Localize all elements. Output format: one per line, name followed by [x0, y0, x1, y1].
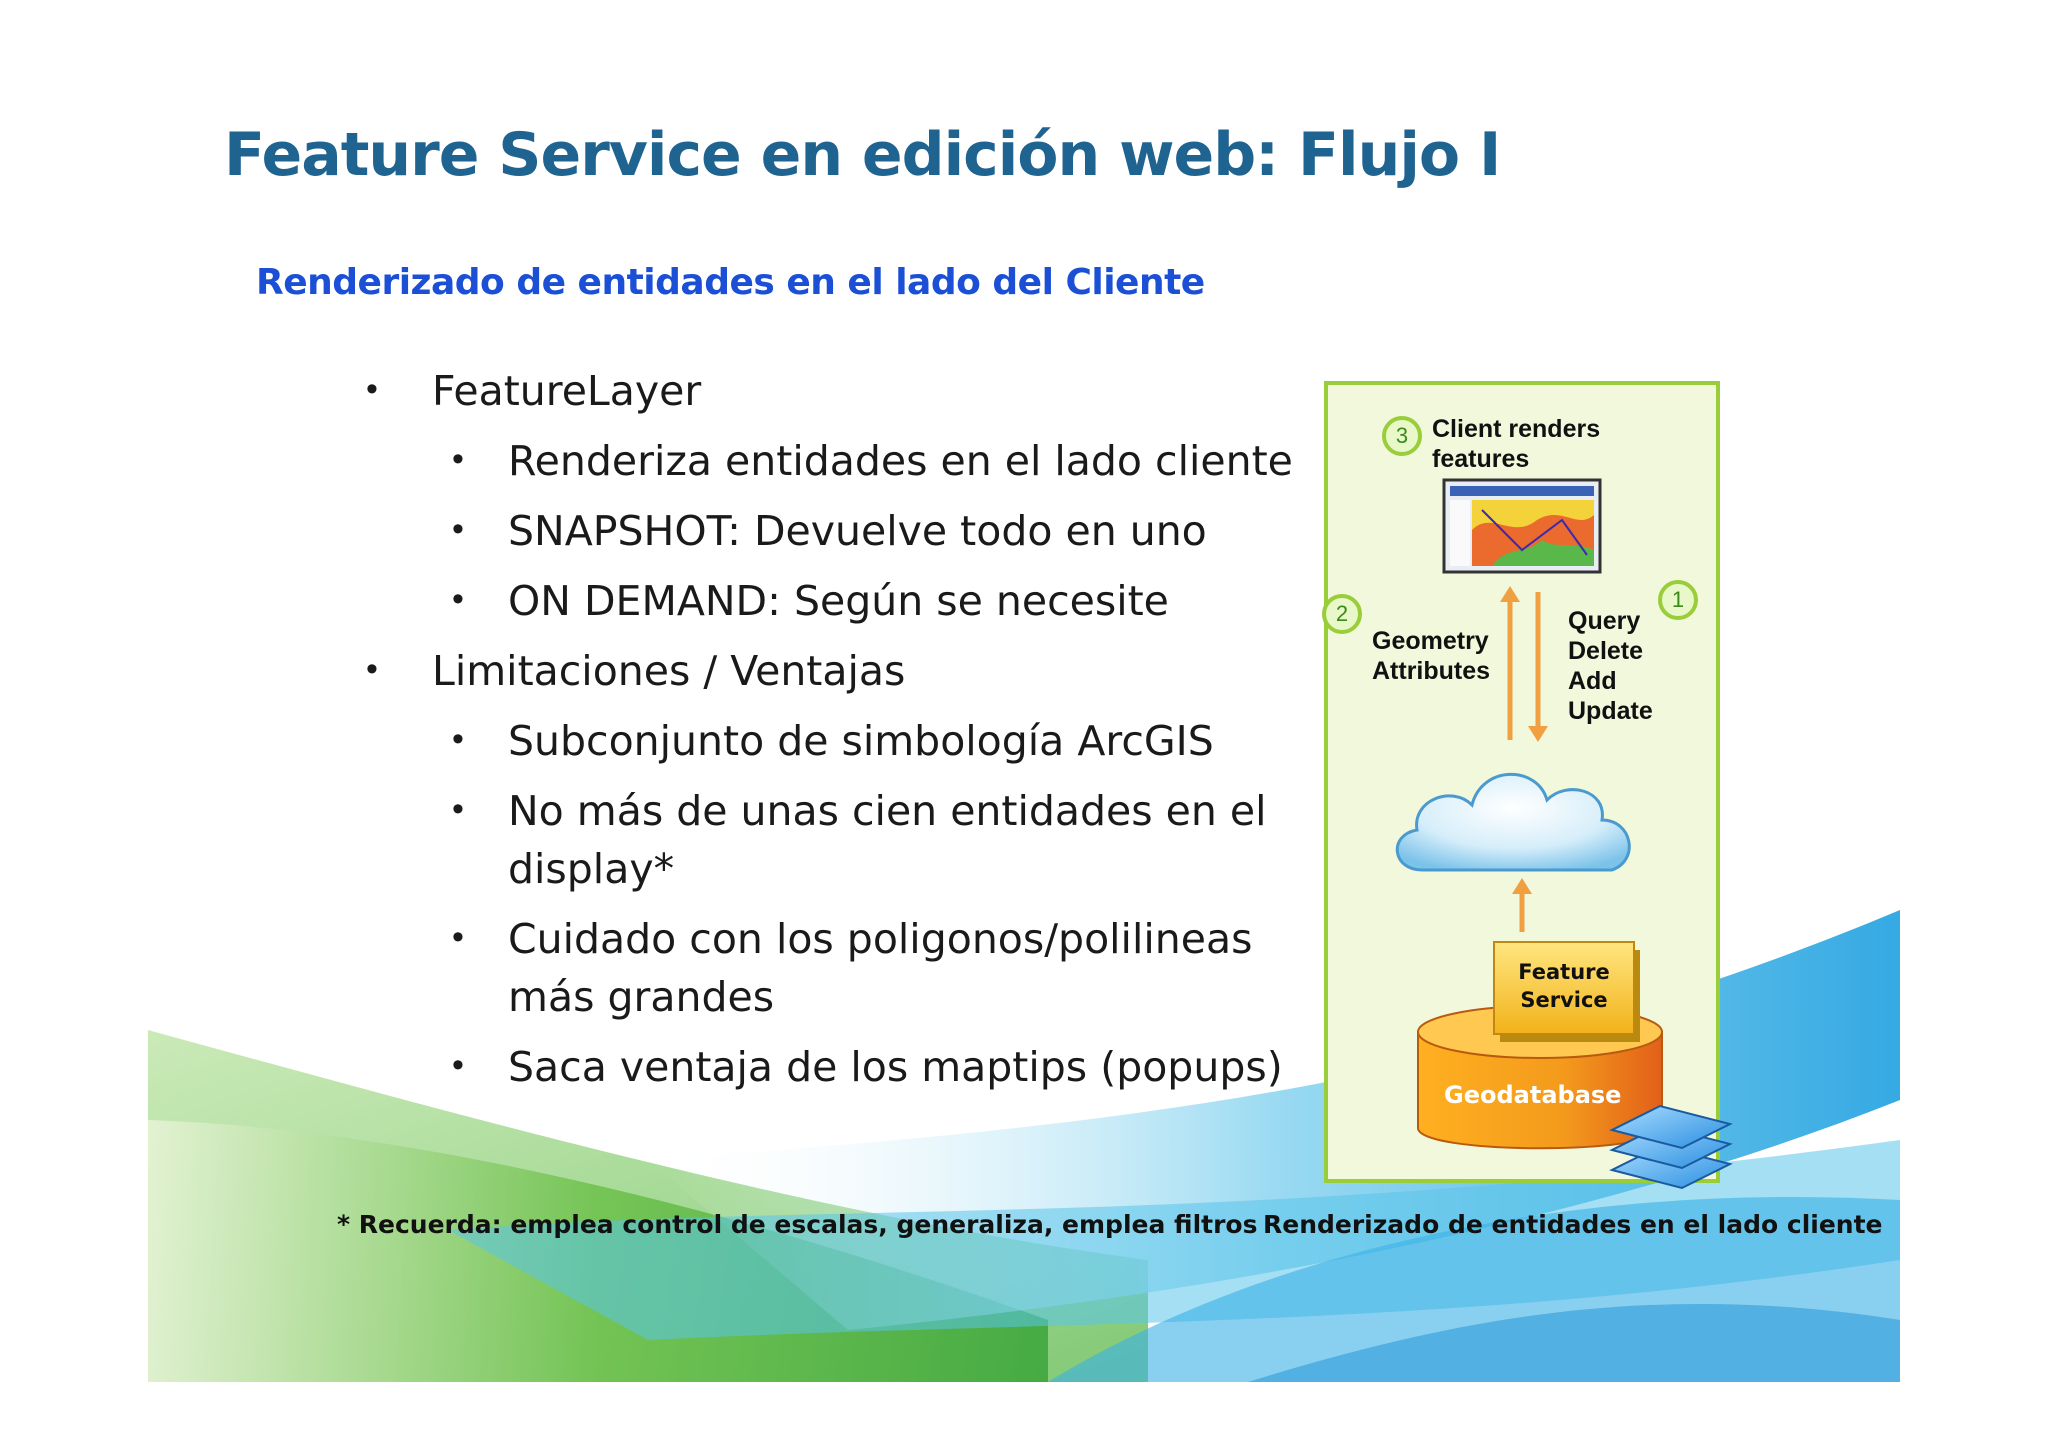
bullet-item-continuation: display* [508, 845, 675, 893]
step-2-badge: 2 [1322, 594, 1362, 634]
bullet-marker: • [452, 790, 464, 828]
page-subtitle: Renderizado de entidades en el lado del … [256, 262, 1205, 303]
bullet-item: Renderiza entidades en el lado cliente [508, 437, 1293, 485]
layers-icon [1609, 1104, 1733, 1190]
step-2-label-line1: Geometry [1372, 627, 1489, 655]
cloud-icon [1395, 772, 1631, 872]
step-3-label-line2: features [1432, 445, 1530, 473]
bullet-marker: • [452, 918, 464, 956]
step-2-label-line2: Attributes [1372, 657, 1491, 685]
bullet-item: Saca ventaja de los maptips (popups) [508, 1043, 1283, 1091]
footnote: * Recuerda: emplea control de escalas, g… [337, 1210, 1258, 1239]
geodatabase-label: Geodatabase [1444, 1081, 1622, 1109]
bullet-item: Limitaciones / Ventajas [432, 647, 906, 695]
op-add: Add [1568, 667, 1617, 695]
op-delete: Delete [1568, 637, 1644, 665]
bullet-item: Subconjunto de simbología ArcGIS [508, 717, 1214, 765]
bullet-marker: • [366, 650, 378, 688]
bullet-marker: • [452, 510, 464, 548]
feature-service-label: Feature Service [1494, 958, 1634, 1014]
bullet-item: FeatureLayer [432, 367, 702, 415]
bullet-marker: • [452, 580, 464, 618]
op-update: Update [1568, 697, 1653, 725]
bullet-marker: • [452, 440, 464, 478]
diagram-graphics [1324, 381, 1733, 1190]
feature-service-box [1493, 941, 1640, 1042]
decorative-waves [148, 910, 1900, 1382]
bullet-marker: • [366, 370, 378, 408]
bullet-marker: • [452, 720, 464, 758]
bullet-item: No más de unas cien entidades en el [508, 787, 1267, 835]
step-3-label-line1: Client renders [1432, 415, 1601, 443]
page-title: Feature Service en edición web: Flujo I [224, 120, 1501, 190]
bullet-marker: • [452, 1046, 464, 1084]
diagram-caption: Renderizado de entidades en el lado clie… [1263, 1210, 1883, 1239]
step-3-badge: 3 [1382, 416, 1422, 456]
bullet-item-continuation: más grandes [508, 973, 775, 1021]
feature-service-label-line2: Service [1520, 988, 1608, 1012]
bullet-item: SNAPSHOT: Devuelve todo en uno [508, 507, 1207, 555]
architecture-diagram: 3 Client renders features 2 Geometry Att… [1322, 380, 1742, 1210]
step-1-badge: 1 [1658, 580, 1698, 620]
bullet-item: ON DEMAND: Según se necesite [508, 577, 1169, 625]
monitor-icon [1442, 478, 1602, 574]
op-query: Query [1568, 607, 1641, 635]
bullet-item: Cuidado con los poligonos/polilineas [508, 915, 1253, 963]
feature-service-label-line1: Feature [1518, 960, 1610, 984]
